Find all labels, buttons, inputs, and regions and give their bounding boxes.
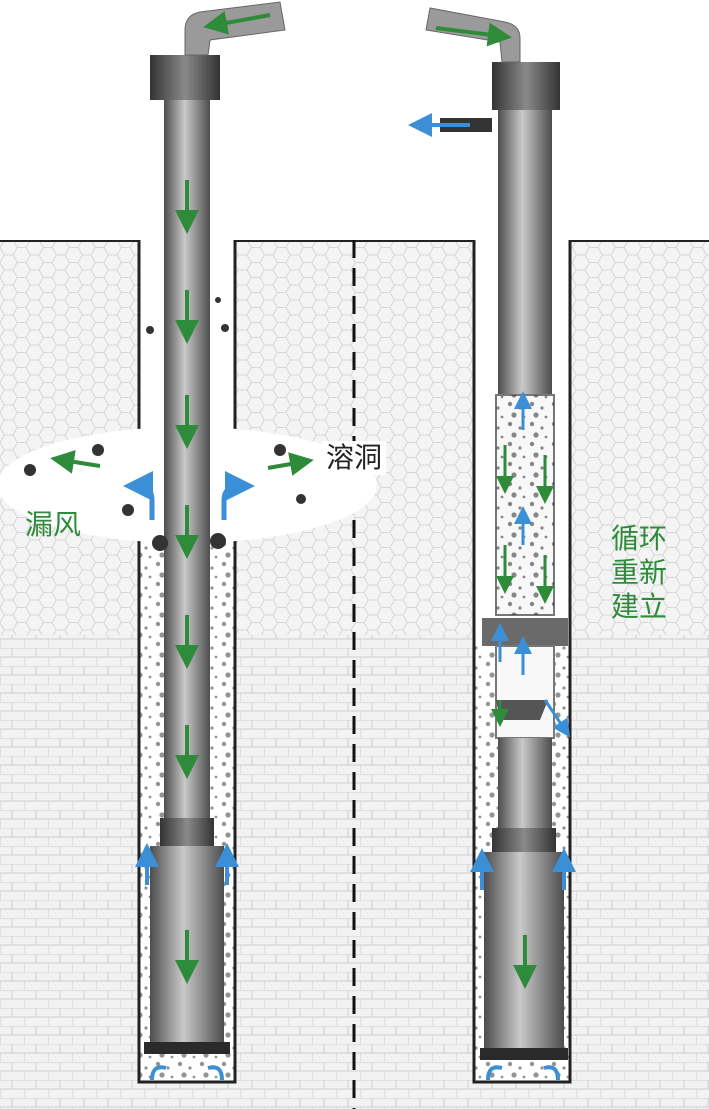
rebuild-line-1: 循环 bbox=[611, 522, 668, 555]
rebuild-line-2: 重新 bbox=[611, 556, 668, 589]
rebuild-line-3: 建立 bbox=[611, 590, 668, 623]
air-leak-label: 漏风 bbox=[25, 508, 82, 541]
circulation-rebuilt-label: 循环 重新 建立 bbox=[611, 522, 677, 624]
left-borehole bbox=[0, 1, 377, 1084]
right-borehole bbox=[408, 7, 576, 1084]
cave-label: 溶洞 bbox=[322, 441, 387, 475]
